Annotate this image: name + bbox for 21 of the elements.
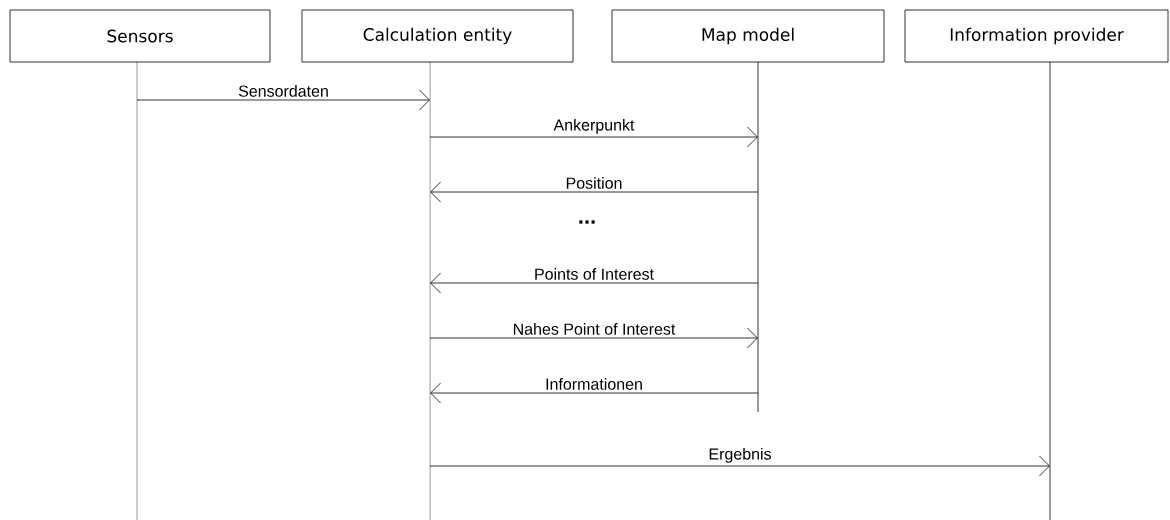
participant-box: Sensors xyxy=(9,9,271,63)
ellipsis: ... xyxy=(579,220,595,224)
message-label: Points of Interest xyxy=(533,267,656,281)
message-label: Ankerpunkt xyxy=(552,117,636,135)
message-label: Position xyxy=(564,176,624,190)
participant-box: Information provider xyxy=(904,9,1169,63)
message-arrow xyxy=(429,327,758,349)
participant-box: Calculation entity xyxy=(301,9,574,63)
message-label: Sensordaten xyxy=(237,84,330,98)
message-arrow xyxy=(136,89,430,111)
message-arrow xyxy=(430,181,759,203)
message-label: Ergebnis xyxy=(707,446,773,464)
message-arrow xyxy=(429,455,1050,477)
message-arrow xyxy=(430,272,759,294)
message-arrow xyxy=(429,126,758,148)
participant-box: Map model xyxy=(611,9,885,63)
lifeline xyxy=(757,61,759,413)
message-arrow xyxy=(430,382,759,404)
lifeline xyxy=(1049,61,1051,520)
message-label: Informationen xyxy=(544,377,644,391)
message-label: Nahes Point of Interest xyxy=(511,322,677,336)
